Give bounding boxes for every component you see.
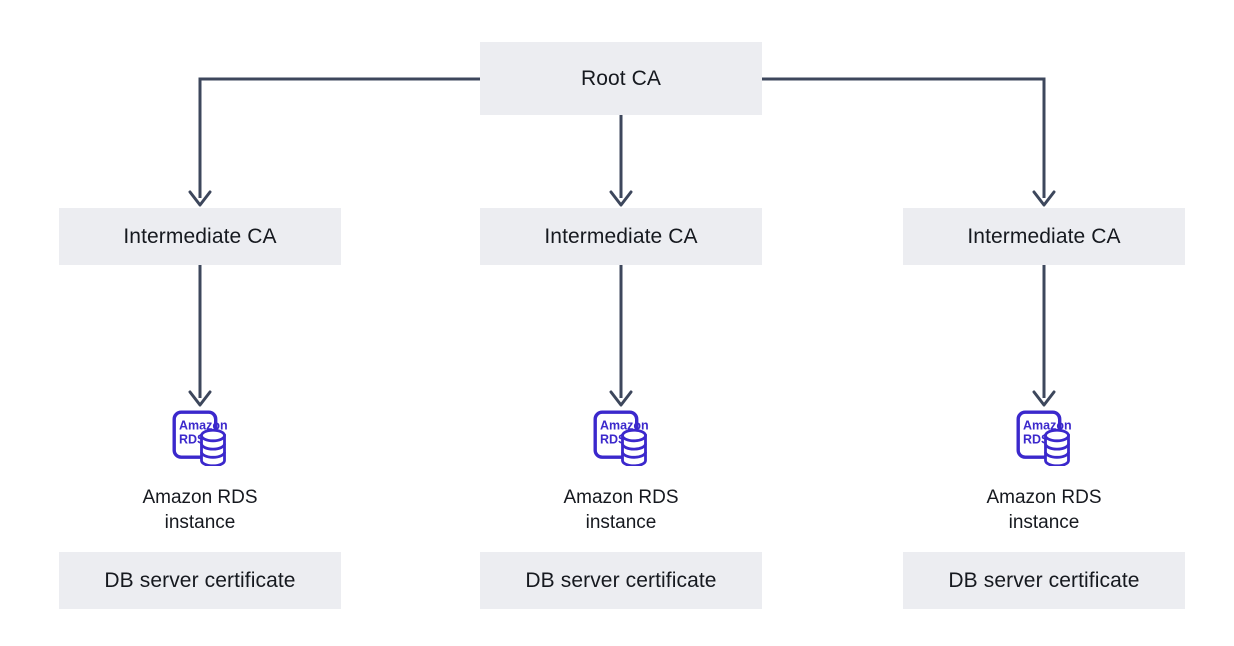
database-cylinder-icon (1044, 428, 1070, 466)
rds-instance-caption-line2: instance (585, 512, 657, 533)
arrowhead-intermediate-1 (188, 190, 212, 207)
arrowhead-rds-3 (1032, 390, 1056, 407)
intermediate-ca-box-3: Intermediate CA (903, 208, 1185, 265)
db-server-certificate-label-1: DB server certificate (104, 568, 296, 592)
db-server-certificate-box-3: DB server certificate (903, 552, 1185, 609)
arrowhead-rds-1 (188, 390, 212, 407)
arrowhead-intermediate-3 (1032, 190, 1056, 207)
rds-instance-caption-line2: instance (164, 512, 236, 533)
arrowhead-intermediate-2 (609, 190, 633, 207)
rds-instance-caption-2: Amazon RDS instance (480, 485, 762, 535)
root-ca-label: Root CA (580, 66, 662, 90)
rds-instance-caption-1: Amazon RDS instance (59, 485, 341, 535)
db-server-certificate-box-2: DB server certificate (480, 552, 762, 609)
rds-instance-caption-line1: Amazon RDS (986, 487, 1102, 508)
db-server-certificate-label-2: DB server certificate (525, 568, 717, 592)
db-server-certificate-label-3: DB server certificate (948, 568, 1140, 592)
intermediate-ca-label-2: Intermediate CA (544, 224, 698, 248)
database-cylinder-icon (621, 428, 647, 466)
intermediate-ca-box-2: Intermediate CA (480, 208, 762, 265)
intermediate-ca-box-1: Intermediate CA (59, 208, 341, 265)
rds-icon-text-line2: RDS (179, 433, 205, 447)
rds-instance-caption-3: Amazon RDS instance (903, 485, 1185, 535)
connector-root-to-intermediate-1 (198, 77, 480, 198)
amazon-rds-icon-3: Amazon RDS (1016, 410, 1072, 466)
rds-icon-text-line2: RDS (600, 433, 626, 447)
db-server-certificate-box-1: DB server certificate (59, 552, 341, 609)
rds-instance-caption-line1: Amazon RDS (142, 487, 258, 508)
database-cylinder-icon (200, 428, 226, 466)
intermediate-ca-label-3: Intermediate CA (967, 224, 1121, 248)
root-ca-box: Root CA (480, 42, 762, 115)
rds-instance-caption-line2: instance (1008, 512, 1080, 533)
rds-instance-caption-line1: Amazon RDS (563, 487, 679, 508)
amazon-rds-icon-2: Amazon RDS (593, 410, 649, 466)
arrowhead-rds-2 (609, 390, 633, 407)
amazon-rds-icon-1: Amazon RDS (172, 410, 228, 466)
connector-root-to-intermediate-3 (762, 77, 1046, 198)
rds-icon-text-line2: RDS (1023, 433, 1049, 447)
intermediate-ca-label-1: Intermediate CA (123, 224, 277, 248)
